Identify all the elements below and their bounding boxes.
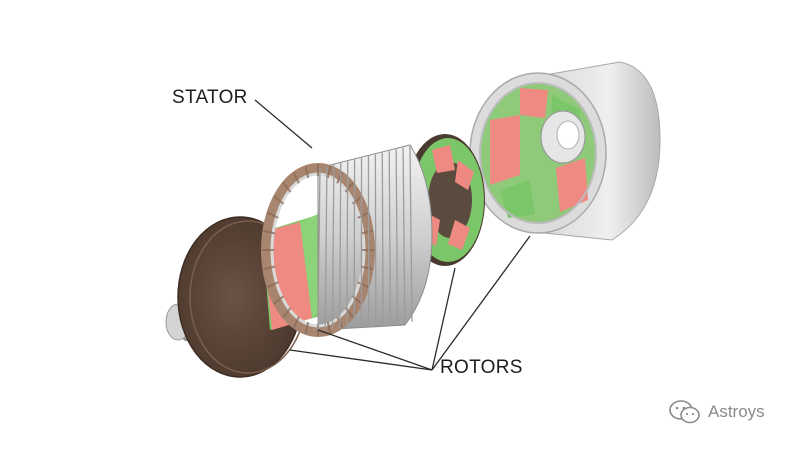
stator-lamination-line <box>409 145 413 323</box>
stator <box>261 144 433 337</box>
stator-slot <box>360 229 373 235</box>
stator-slot <box>357 281 369 289</box>
watermark: Astroys <box>668 399 765 425</box>
stator-slot <box>292 172 300 184</box>
stator-slot <box>273 295 285 305</box>
stator-slot <box>282 307 292 318</box>
stator-lamination-line <box>402 147 406 323</box>
stator-lamination-line <box>331 164 335 329</box>
stator-slot <box>263 229 276 235</box>
outer-rotor <box>469 61 661 241</box>
stator-slot <box>336 172 344 184</box>
stator-lamination-line <box>381 152 384 325</box>
stator-lamination-line <box>317 167 321 331</box>
stator-slot <box>273 195 285 205</box>
stator-lamination-line <box>388 151 391 324</box>
wechat-icon <box>669 400 700 424</box>
stator-slot <box>267 211 279 219</box>
stator-slot <box>263 265 276 271</box>
stator-slot <box>304 321 310 335</box>
stator-label: STATOR <box>172 87 248 108</box>
watermark-text: Astroys <box>708 402 765 421</box>
stator-lamination-line <box>395 149 399 324</box>
stator-slot <box>326 165 332 179</box>
stator-slot <box>292 316 300 328</box>
stator-slot <box>326 321 332 335</box>
stator-slot <box>267 281 279 289</box>
stator-lamination-line <box>324 166 328 330</box>
stator-slot <box>344 182 354 193</box>
stator-slot <box>282 182 292 193</box>
stator-lamination-line <box>346 161 349 328</box>
stator-slot <box>357 211 369 219</box>
rotors-label: ROTORS <box>440 357 523 378</box>
stator-lamination-line <box>339 162 342 329</box>
leader-lines <box>254 99 531 371</box>
stator-slot <box>360 265 373 271</box>
stator-slot <box>304 165 310 179</box>
